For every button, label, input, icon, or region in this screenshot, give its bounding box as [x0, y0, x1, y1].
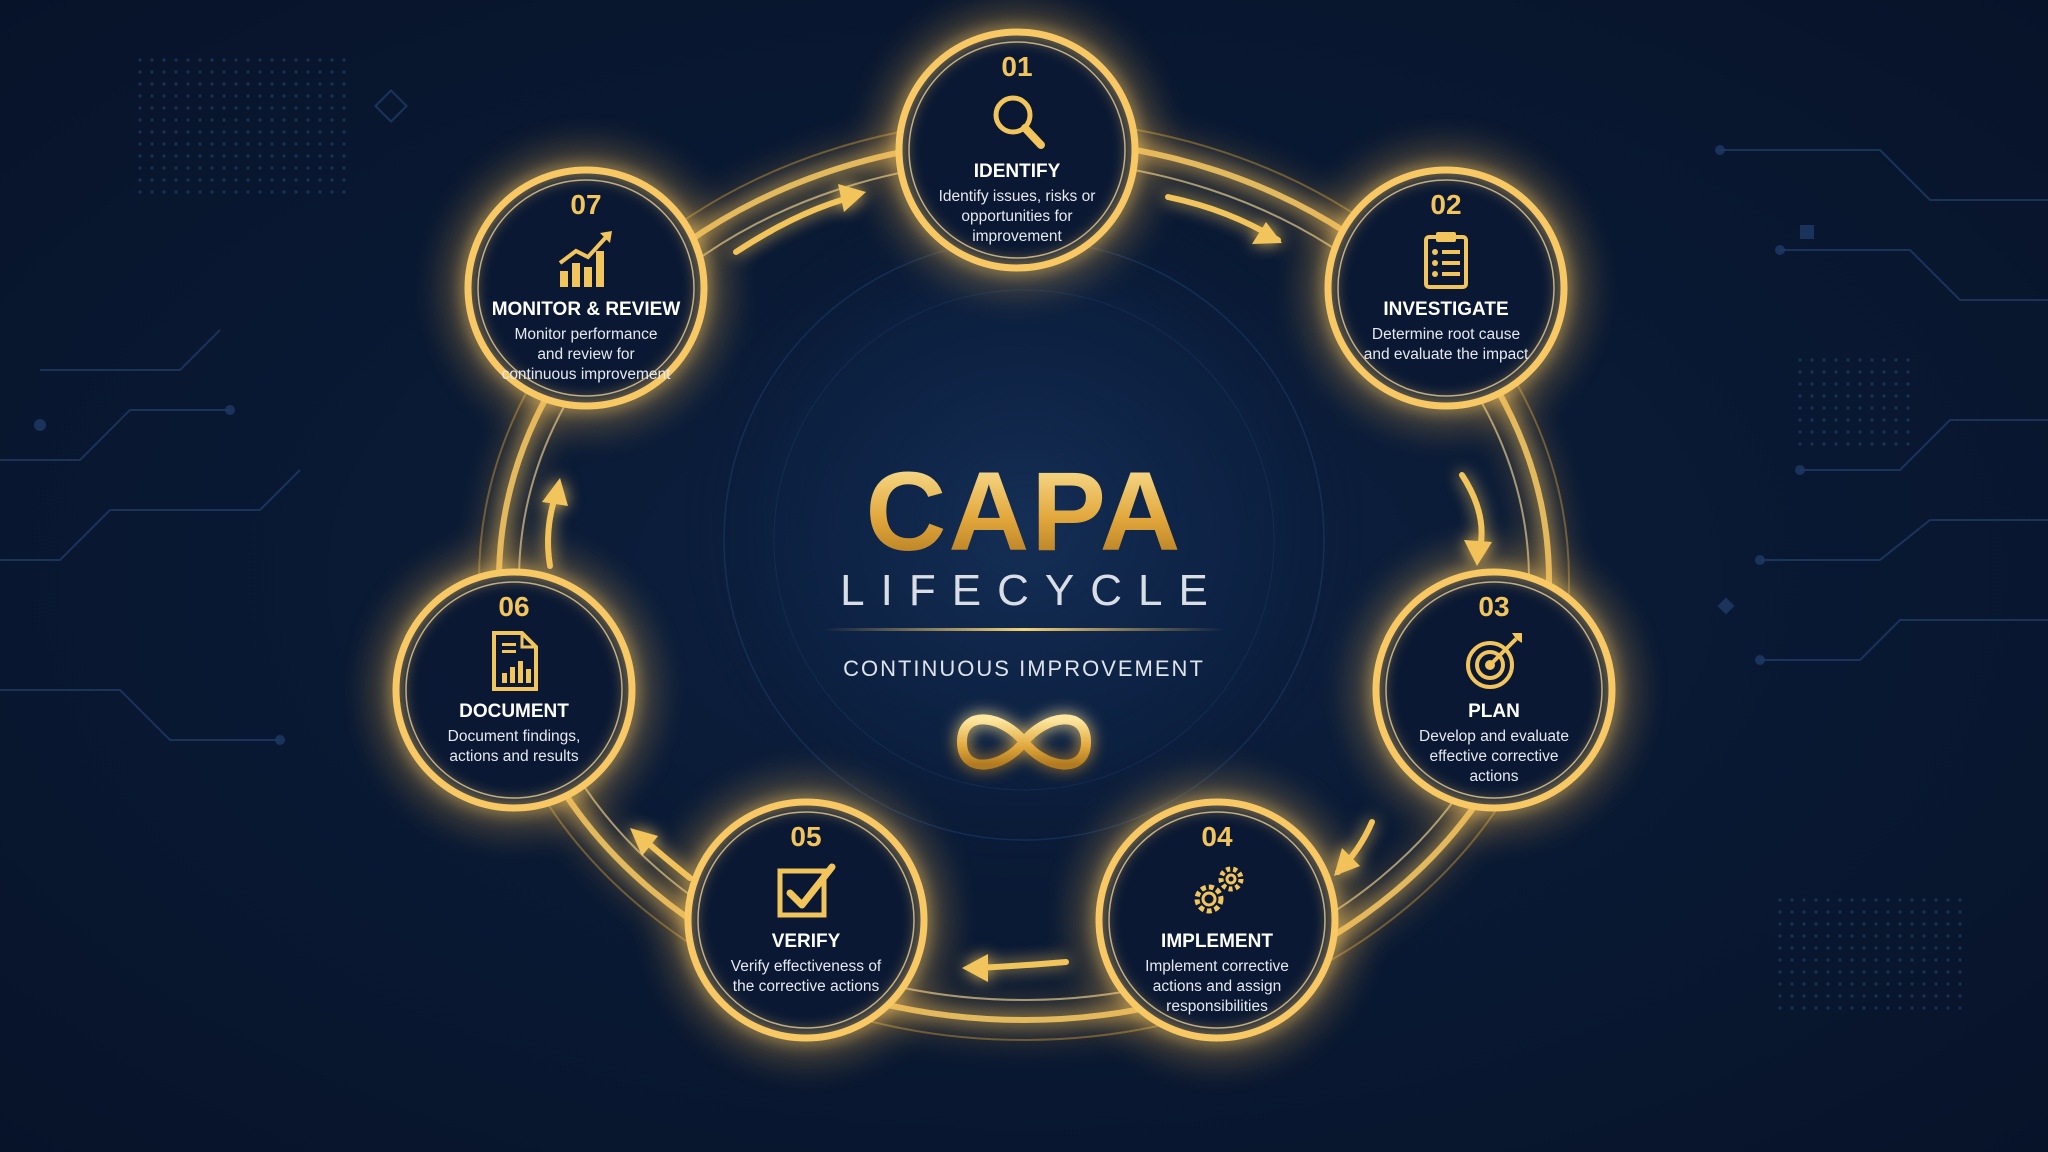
- tagline: CONTINUOUS IMPROVEMENT: [843, 656, 1205, 681]
- step-number: 01: [1001, 51, 1033, 82]
- arrow-head-05-06: [630, 828, 658, 856]
- step-description: Document findings, actions and results: [447, 728, 581, 765]
- page-title: CAPA: [824, 452, 1224, 572]
- node-ring-05: [669, 783, 943, 1057]
- step-description: Identify issues, risks or opportunities …: [938, 188, 1096, 245]
- title-divider: [824, 628, 1224, 631]
- arrow-head-06-07: [542, 478, 568, 506]
- node-ring-01: [880, 13, 1154, 287]
- arrow-head-01-02: [1252, 222, 1282, 244]
- step-description: Verify effectiveness of the corrective a…: [730, 958, 882, 995]
- arrow-04-05: [973, 959, 1069, 971]
- target-icon: [1462, 629, 1526, 693]
- checkbox-icon: [774, 859, 838, 923]
- step-title: MONITOR & REVIEW: [491, 299, 681, 320]
- step-number: 05: [790, 821, 822, 852]
- arrow-head-02-03: [1464, 540, 1492, 566]
- infinity-icon: [957, 714, 1091, 770]
- circuit-decoration: [0, 149, 2048, 741]
- step-description: Develop and evaluate effective correctiv…: [1419, 728, 1569, 785]
- gears-icon: [1185, 859, 1249, 923]
- arrow-head-07-01: [838, 184, 866, 212]
- step-title: DOCUMENT: [459, 701, 569, 722]
- step-description: Monitor performance and review for conti…: [501, 326, 671, 383]
- step-number: 06: [498, 591, 530, 622]
- step-title: IMPLEMENT: [1161, 931, 1273, 952]
- growth-chart-icon: [554, 227, 618, 291]
- arrow-head-04-05: [962, 954, 988, 982]
- step-number: 07: [570, 189, 602, 220]
- node-ring-07: [449, 151, 723, 425]
- node-ring-04: [1080, 783, 1354, 1057]
- clipboard-icon: [1414, 227, 1478, 291]
- step-description: Implement corrective actions and assign …: [1145, 958, 1289, 1015]
- node-ring-03: [1357, 553, 1631, 827]
- step-number: 04: [1201, 821, 1233, 852]
- step-title: IDENTIFY: [973, 161, 1061, 182]
- step-number: 02: [1430, 189, 1462, 220]
- document-icon: [482, 629, 546, 693]
- flow-arrows: [542, 184, 1492, 982]
- magnifier-icon: [985, 89, 1049, 153]
- step-number: 03: [1478, 591, 1510, 622]
- step-description: Determine root cause and evaluate the im…: [1363, 326, 1529, 363]
- step-title: PLAN: [1468, 701, 1520, 722]
- page-subtitle: LIFECYCLE: [840, 566, 1224, 615]
- arrow-06-07: [545, 491, 559, 569]
- step-title: VERIFY: [771, 931, 841, 952]
- step-title: INVESTIGATE: [1383, 299, 1509, 320]
